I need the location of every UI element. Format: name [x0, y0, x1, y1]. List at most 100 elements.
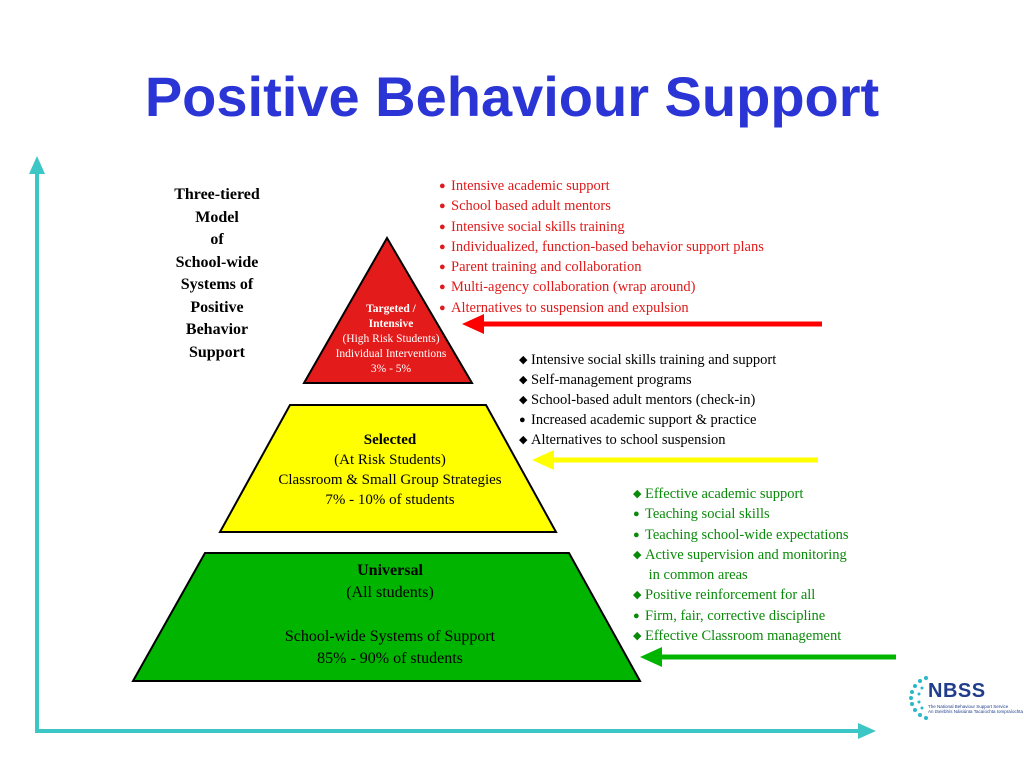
list-item: in common areas [645, 565, 849, 585]
model-label-line: Model [195, 208, 239, 226]
bullet-dot-icon: ● [439, 261, 446, 274]
list-item-text: Teaching school-wide expectations [645, 526, 849, 543]
spacer [180, 604, 600, 626]
tier-targeted-title: Targeted / [366, 303, 416, 315]
list-item-text: Alternatives to school suspension [531, 432, 726, 448]
bullet-dot-icon: ● [633, 528, 640, 541]
list-item-text: Intensive social skills training [451, 218, 625, 235]
list-item: ◆School-based adult mentors (check-in) [519, 390, 776, 410]
list-item-text: School based adult mentors [451, 198, 611, 215]
list-item: ◆Intensive social skills training and su… [519, 350, 777, 370]
bullet-dot-icon: ● [439, 220, 446, 233]
selected-interventions-list: ◆Intensive social skills training and su… [519, 350, 777, 450]
list-item-text: Intensive social skills training and sup… [531, 352, 777, 368]
tier-targeted-group: (High Risk Students) [342, 333, 440, 345]
list-item-text: Teaching social skills [645, 506, 770, 523]
list-item: ● Firm, fair, corrective discipline [633, 606, 849, 626]
list-item-text: Effective Classroom management [645, 628, 842, 645]
list-item: ◆Active supervision and monitoring [633, 545, 849, 565]
universal-interventions-list: ◆Effective academic support ● Teaching so… [633, 484, 849, 646]
dotted-arc-icon [909, 676, 928, 720]
tier-universal-title: Universal [357, 562, 423, 579]
bullet-dot-icon: ● [633, 609, 640, 622]
bullet-diamond-icon: ◆ [519, 434, 528, 446]
tier-targeted-strategy: Individual Interventions [335, 348, 447, 360]
model-label-line: Three-tiered [174, 186, 260, 203]
model-label-line: Support [188, 343, 246, 361]
list-item: ◆Self-management programs [519, 370, 776, 390]
list-item: ● Teaching school-wide expectations [633, 525, 849, 545]
list-item-text: Individualized, function-based behavior … [451, 238, 764, 255]
bullet-dot-icon: ● [439, 180, 446, 192]
bullet-dot-icon: ● [439, 281, 446, 294]
list-item: ● Increased academic support & practice [519, 410, 776, 430]
model-label: Three-tiered Model of School-wide System… [150, 184, 284, 364]
arrow-red-head [462, 314, 484, 334]
tier-targeted-percent: 3% - 5% [370, 363, 412, 375]
list-item-text: Parent training and collaboration [451, 259, 642, 276]
list-item: ●Alternatives to suspension and expulsio… [439, 298, 764, 318]
bullet-diamond-icon: ◆ [519, 374, 528, 386]
bullet-dot-icon: ● [633, 508, 640, 521]
list-item: ◆Alternatives to school suspension [519, 430, 776, 450]
list-item-text: Firm, fair, corrective discipline [645, 607, 826, 624]
tier-universal-group: (All students) [346, 584, 434, 601]
targeted-interventions-list: ● Intensive academic support ● School base… [439, 176, 764, 318]
model-label-line: Behavior [185, 321, 249, 338]
list-item: ● Intensive social skills training [439, 217, 764, 237]
bullet-diamond-icon: ◆ [633, 548, 642, 561]
bullet-dot-icon: ● [439, 200, 446, 213]
list-item: ● Multi-agency collaboration (wrap around… [439, 277, 764, 297]
list-item: ● Individualized, function-based behavior… [439, 237, 764, 257]
model-label-line: Systems of [180, 276, 254, 293]
list-item-text: Self-management programs [531, 372, 692, 388]
bullet-diamond-icon: ◆ [519, 394, 528, 406]
list-item: ● Intensive academic support [439, 176, 764, 196]
tier-selected-text: Selected (At Risk Students) Classroom & … [245, 430, 535, 510]
list-item-text: Increased academic support & practice [531, 412, 757, 428]
tier-universal-percent: 85% - 90% of students [317, 650, 463, 667]
bullet-dot-icon: ● [439, 301, 446, 314]
list-item: ◆Effective academic support [633, 484, 849, 504]
bullet-dot-icon: ● [519, 414, 526, 426]
tier-selected-strategy: Classroom & Small Group Strategies [278, 472, 502, 488]
tier-universal-shape [131, 552, 642, 682]
list-item-text: School-based adult mentors (check-in) [531, 392, 756, 408]
tier-targeted-title-2: Intensive [368, 318, 414, 330]
bullet-dot-icon: ● [439, 240, 446, 253]
logo-subtitle-irish: An tSeirbhís Náisiúnta Tacaíochta Iompra… [928, 709, 1023, 714]
list-item-text: Positive reinforcement for all [645, 587, 816, 604]
tier-selected-percent: 7% - 10% of students [325, 492, 455, 508]
tier-universal-strategy: School-wide Systems of Support [284, 628, 496, 645]
logo-subtitle: The National Behaviour Support Service [928, 704, 1009, 709]
list-item-text: Active supervision and monitoring [645, 546, 847, 563]
tier-selected-shape [218, 404, 558, 533]
list-item: ● Parent training and collaboration [439, 257, 764, 277]
logo-wordmark: NBSS [928, 680, 986, 702]
vertical-axis-arrowhead [29, 156, 45, 174]
tier-selected-title: Selected [363, 432, 417, 448]
arrow-yellow-head [532, 450, 554, 470]
model-label-line: School-wide [175, 253, 259, 271]
list-item-text: in common areas [645, 567, 748, 584]
list-item: ● Teaching social skills [633, 504, 849, 524]
list-item: ● School based adult mentors [439, 196, 764, 216]
tier-targeted-text: Targeted / Intensive (High Risk Students… [318, 302, 464, 377]
tier-selected-group: (At Risk Students) [334, 452, 446, 468]
list-item: ◆Positive reinforcement for all [633, 585, 849, 605]
horizontal-axis-arrowhead [858, 723, 876, 739]
tier-universal-text: Universal (All students) School-wide Sys… [180, 560, 600, 670]
list-item-text: Intensive academic support [451, 178, 610, 194]
list-item: ◆Effective Classroom management [633, 626, 849, 646]
bullet-diamond-icon: ◆ [633, 630, 642, 643]
bullet-diamond-icon: ◆ [633, 589, 642, 602]
page-title: Positive Behaviour Support [144, 65, 880, 128]
arrow-green-head [640, 647, 662, 667]
model-label-line: Positive [190, 298, 244, 316]
model-label-line: of [210, 231, 224, 248]
list-item-text: Multi-agency collaboration (wrap around) [451, 279, 696, 296]
bullet-diamond-icon: ◆ [633, 488, 642, 500]
bullet-diamond-icon: ◆ [519, 354, 528, 366]
nbss-logo: NBSS The National Behaviour Support Serv… [908, 672, 1023, 722]
